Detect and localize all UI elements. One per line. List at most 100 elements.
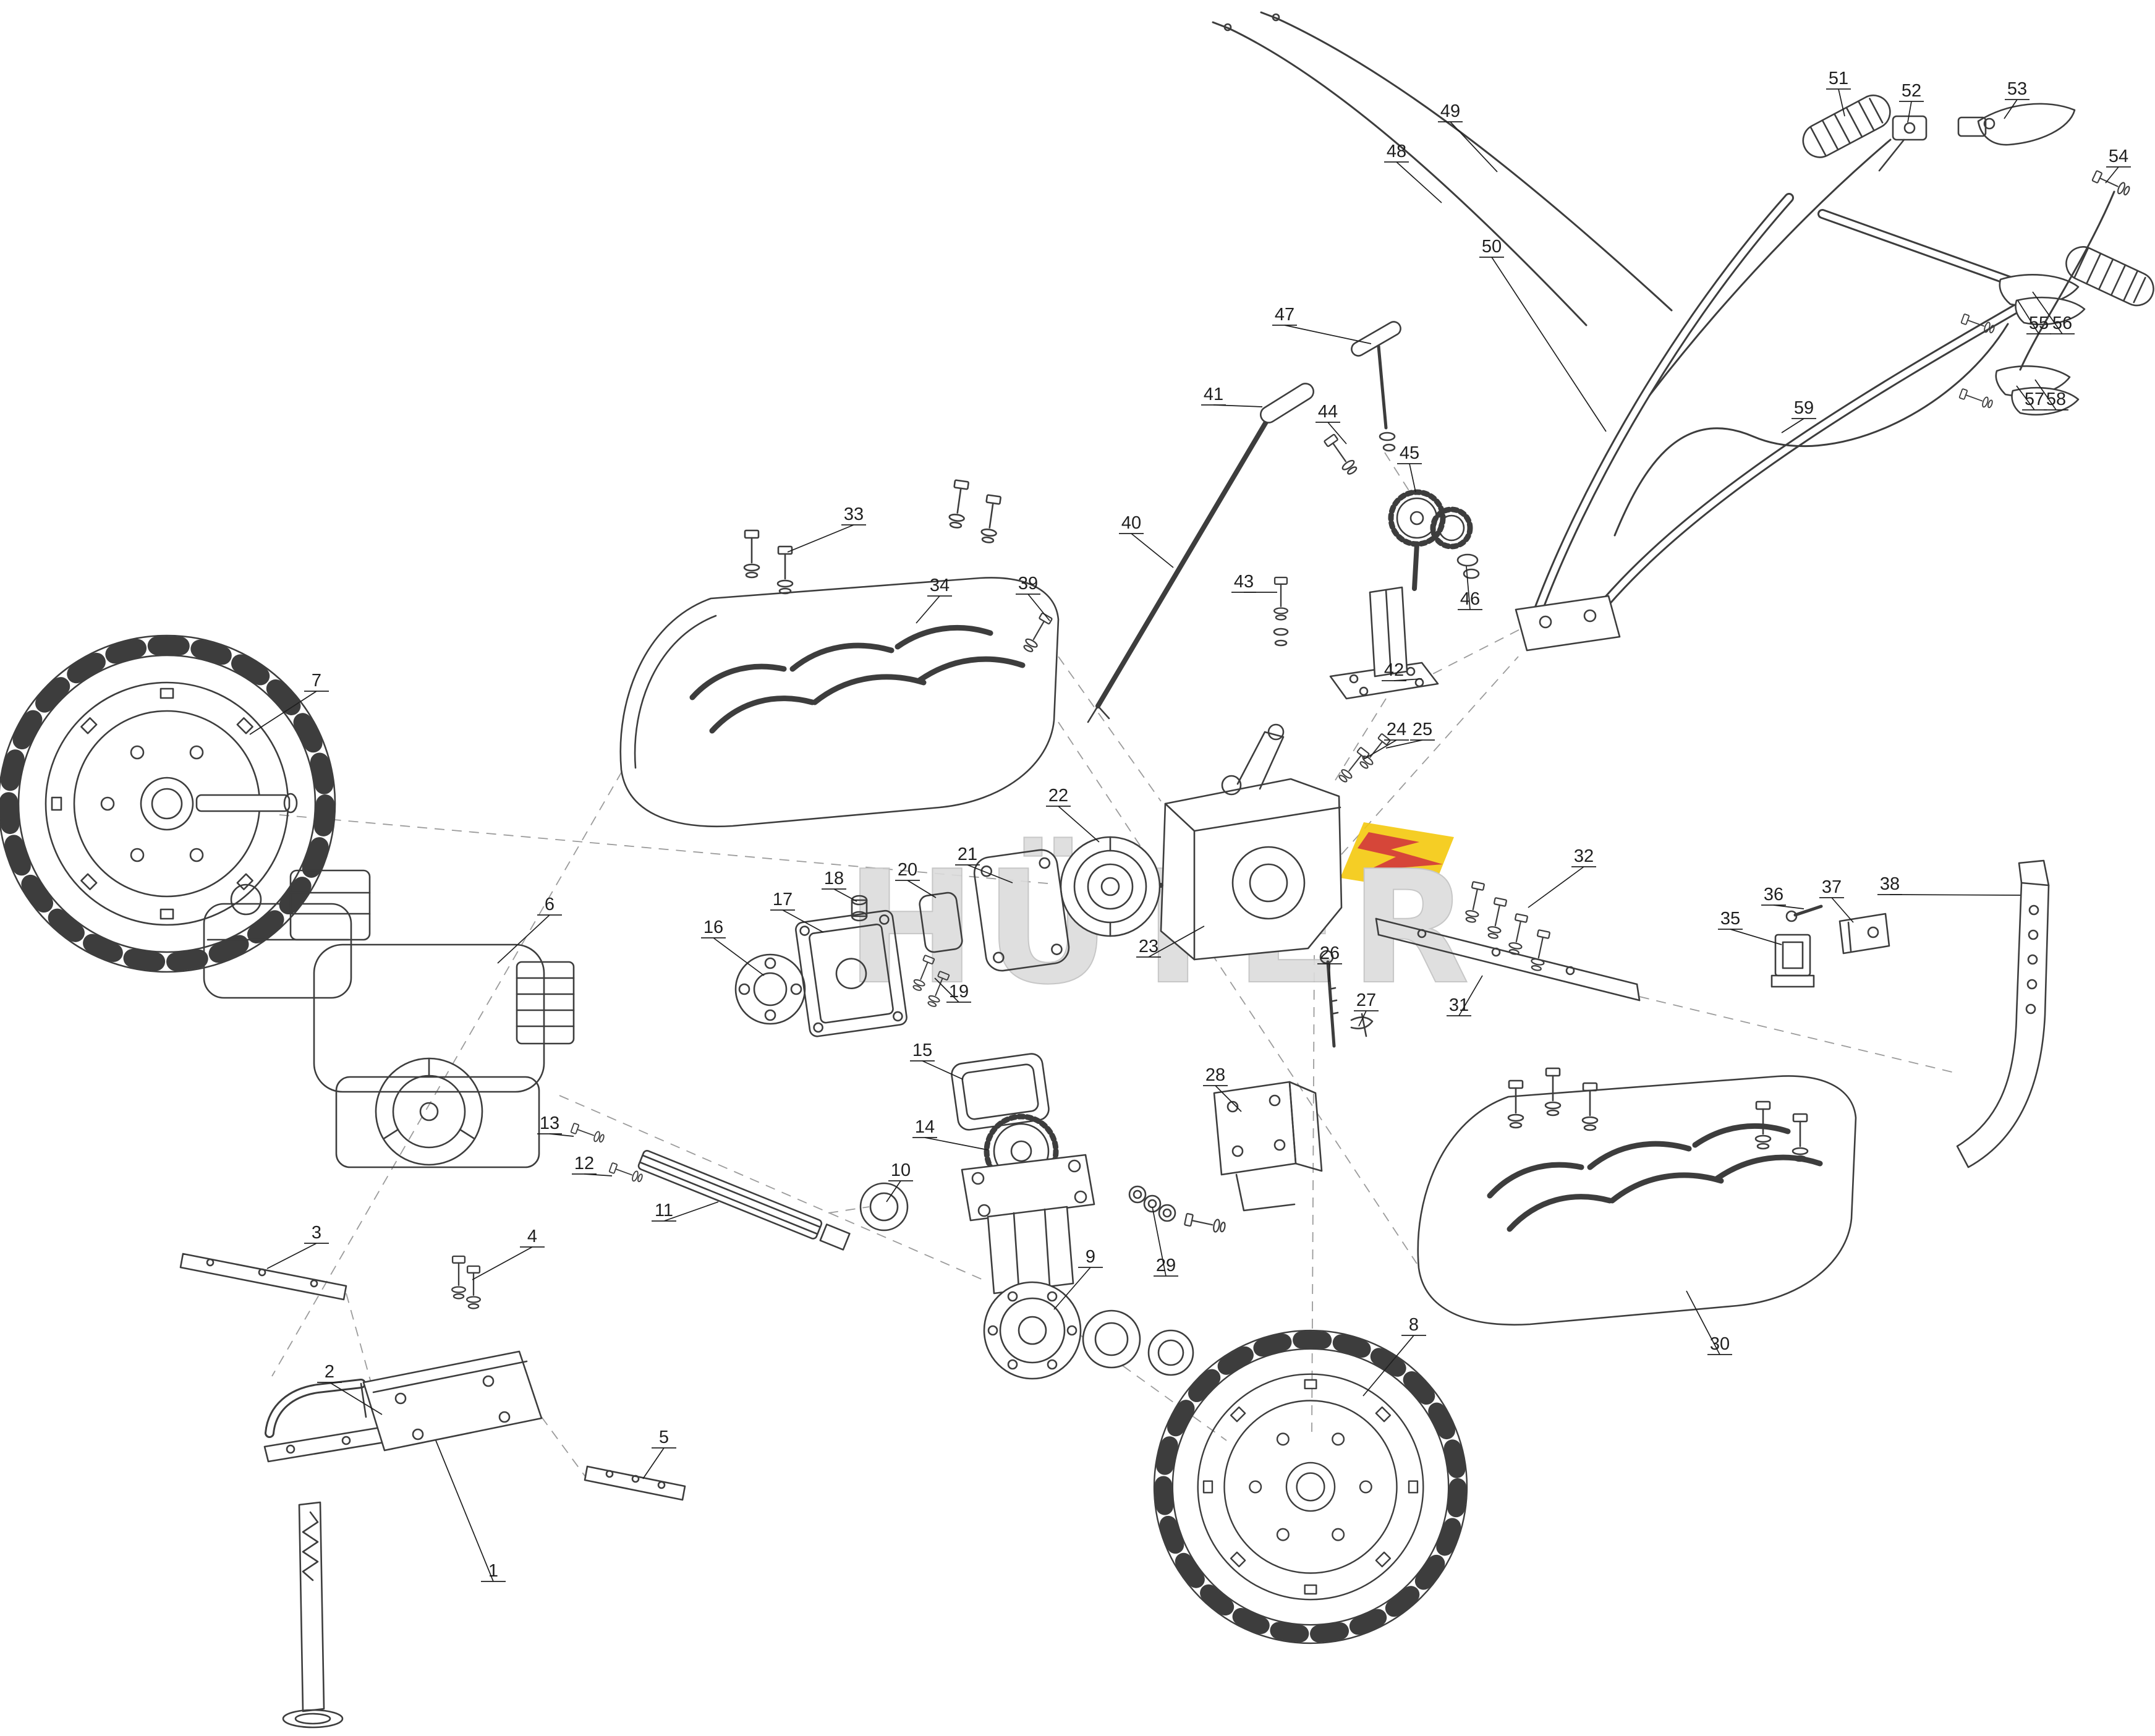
gaskets-and-plates — [734, 849, 1070, 1131]
engine — [203, 869, 575, 1168]
control-rod — [1087, 383, 1314, 723]
part-number: 49 — [1440, 101, 1460, 121]
part-callout-34: 34 — [916, 576, 952, 624]
part-number: 43 — [1234, 572, 1254, 592]
part-number: 28 — [1205, 1065, 1225, 1085]
part-callout-26: 26 — [1317, 943, 1342, 982]
depth-stake — [1956, 859, 2050, 1168]
part-callout-25: 25 — [1385, 720, 1435, 749]
part-number: 44 — [1318, 402, 1338, 422]
strip-left — [179, 1253, 347, 1301]
part-number: 14 — [915, 1117, 935, 1137]
mount-bracket — [1128, 1081, 1323, 1235]
drag-bar — [1375, 917, 1641, 1002]
part-callout-53: 53 — [2004, 79, 2030, 119]
part-number: 52 — [1902, 81, 1921, 101]
part-callout-20: 20 — [895, 860, 937, 898]
part-number: 39 — [1018, 574, 1038, 594]
part-callout-21: 21 — [955, 845, 1013, 883]
part-number: 37 — [1822, 877, 1842, 897]
part-callout-42: 42 — [1382, 660, 1422, 681]
part-callout-56: 56 — [2032, 291, 2075, 334]
part-callout-5: 5 — [642, 1428, 676, 1479]
left-wheel — [0, 636, 335, 972]
part-callout-48: 48 — [1384, 142, 1442, 203]
lever-bracket — [1892, 115, 1928, 141]
part-number: 20 — [898, 860, 917, 880]
part-number: 4 — [527, 1227, 537, 1246]
part-number: 35 — [1720, 909, 1740, 929]
part-callout-24: 24 — [1363, 720, 1409, 760]
part-number: 31 — [1449, 995, 1469, 1015]
part-callout-52: 52 — [1899, 81, 1924, 123]
part-callout-23: 23 — [1136, 925, 1205, 958]
part-callout-49: 49 — [1438, 101, 1498, 172]
part-callout-18: 18 — [822, 869, 857, 902]
part-callout-58: 58 — [2034, 379, 2068, 411]
part-number: 16 — [703, 917, 723, 937]
part-number: 9 — [1086, 1247, 1095, 1267]
part-number: 55 — [2029, 313, 2049, 333]
part-callout-47: 47 — [1272, 305, 1372, 344]
part-callout-41: 41 — [1201, 385, 1263, 407]
part-callout-50: 50 — [1479, 237, 1607, 432]
part-number: 45 — [1400, 443, 1419, 463]
part-callout-36: 36 — [1761, 885, 1804, 909]
part-callout-38: 38 — [1877, 874, 2021, 896]
part-number: 47 — [1275, 305, 1294, 325]
part-callout-33: 33 — [787, 504, 866, 553]
part-callout-1: 1 — [435, 1440, 506, 1582]
part-callout-31: 31 — [1447, 975, 1483, 1016]
left-fender — [619, 577, 1060, 828]
right-fender — [1417, 1075, 1857, 1326]
part-callout-46: 46 — [1458, 566, 1482, 610]
part-callout-3: 3 — [266, 1223, 329, 1269]
logo-arrow — [1358, 832, 1443, 870]
part-number: 5 — [659, 1428, 669, 1447]
part-callout-6: 6 — [497, 895, 562, 964]
part-callout-15: 15 — [910, 1040, 964, 1080]
part-number: 21 — [958, 845, 977, 864]
part-number: 2 — [325, 1362, 334, 1382]
part-callout-14: 14 — [912, 1117, 988, 1151]
part-callout-28: 28 — [1203, 1065, 1242, 1112]
cables — [1212, 11, 2115, 537]
input-shaft — [570, 1122, 851, 1251]
part-number: 11 — [655, 1201, 673, 1220]
right-grip — [2065, 246, 2154, 307]
part-number: 36 — [1764, 885, 1783, 904]
part-callout-7: 7 — [249, 671, 329, 735]
part-number: 12 — [574, 1154, 594, 1173]
strip-right — [584, 1465, 686, 1501]
part-callout-44: 44 — [1316, 402, 1347, 445]
part-number: 51 — [1829, 69, 1848, 88]
part-number: 34 — [930, 576, 950, 595]
part-callout-17: 17 — [770, 890, 824, 933]
part-number: 26 — [1320, 943, 1340, 963]
part-number: 53 — [2007, 79, 2027, 99]
part-number: 58 — [2046, 389, 2066, 409]
part-number: 59 — [1794, 398, 1814, 418]
part-callout-16: 16 — [701, 917, 765, 976]
part-number: 42 — [1384, 660, 1404, 680]
part-number: 46 — [1460, 589, 1480, 609]
part-number: 6 — [545, 895, 555, 914]
part-callout-2: 2 — [317, 1362, 383, 1415]
part-number: 50 — [1482, 237, 1502, 257]
part-number: 24 — [1387, 720, 1406, 739]
part-number: 38 — [1880, 874, 1900, 894]
gearbox-housing — [1136, 723, 1343, 961]
part-callout-39: 39 — [1016, 574, 1050, 621]
base-plate — [362, 1350, 543, 1452]
part-callout-40: 40 — [1119, 513, 1174, 568]
part-callout-45: 45 — [1397, 443, 1422, 493]
part-number: 48 — [1387, 142, 1406, 161]
part-callout-8: 8 — [1362, 1315, 1426, 1397]
part-callout-12: 12 — [572, 1154, 613, 1176]
part-callout-51: 51 — [1826, 69, 1851, 117]
clutch-drum — [1060, 836, 1161, 937]
part-number: 41 — [1204, 385, 1223, 404]
